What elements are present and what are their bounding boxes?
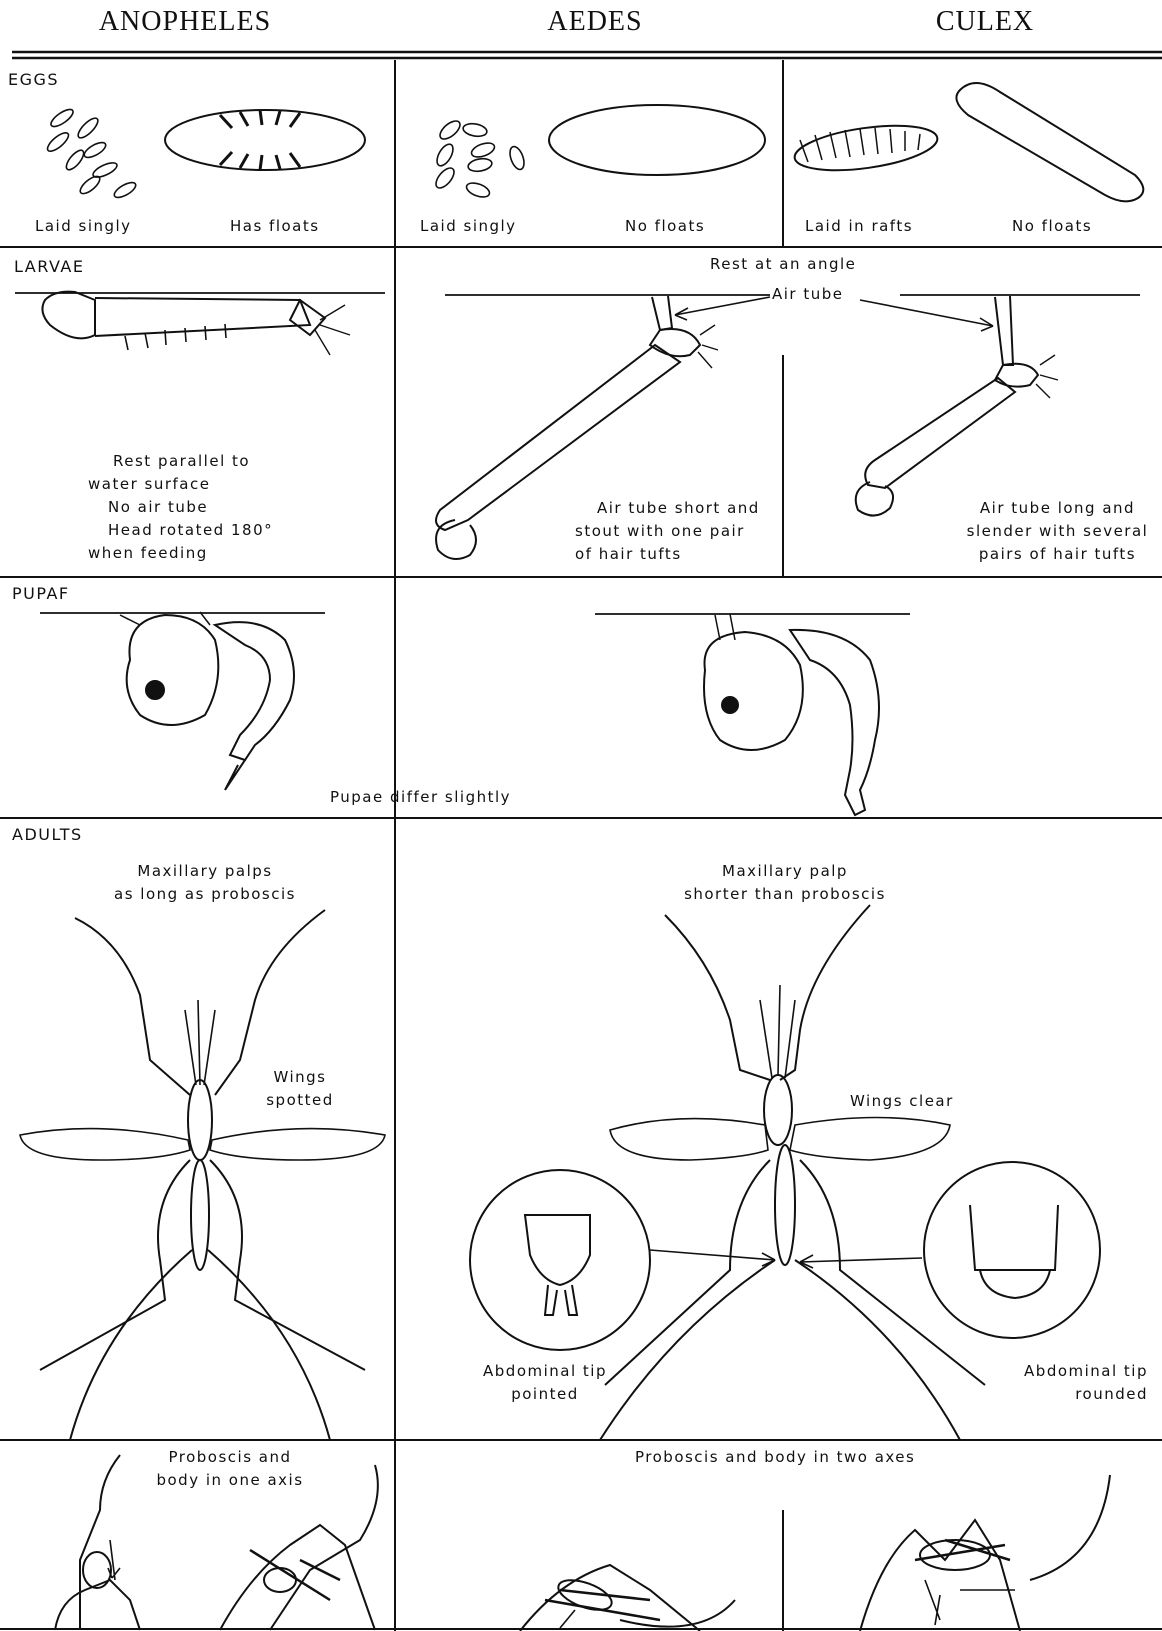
- note-line: pairs of hair tufts: [955, 543, 1160, 566]
- aedes-egg-large: [549, 105, 765, 175]
- anopheles-adult: [20, 910, 385, 1440]
- note-line: pointed: [465, 1383, 625, 1406]
- section-title-adults: ADULTS: [12, 825, 83, 844]
- label-anopheles-floats: Has floats: [230, 215, 320, 238]
- note-line: spotted: [255, 1089, 345, 1112]
- note-line: Proboscis and: [130, 1446, 330, 1469]
- note-line: shorter than proboscis: [670, 883, 900, 906]
- header-aedes: AEDES: [480, 6, 710, 38]
- note-line: when feeding: [88, 542, 308, 565]
- note-line: Maxillary palp: [670, 860, 900, 883]
- note-line: No air tube: [88, 496, 308, 519]
- aedes-culex-adult: [600, 905, 985, 1440]
- tip-pointed-note: Abdominal tip pointed: [465, 1360, 625, 1406]
- note-line: Head rotated 180°: [88, 519, 308, 542]
- note-line: as long as proboscis: [95, 883, 315, 906]
- label-aedes-laid: Laid singly: [420, 215, 517, 238]
- culex-larva-note: Air tube long and slender with several p…: [955, 497, 1160, 566]
- label-wings-clear: Wings clear: [850, 1090, 954, 1113]
- label-anopheles-laid: Laid singly: [35, 215, 132, 238]
- aedes-feeding-posture: [520, 1565, 735, 1631]
- section-title-larvae: LARVAE: [14, 257, 84, 276]
- aedes-culex-palps-note: Maxillary palp shorter than proboscis: [670, 860, 900, 906]
- note-line: Rest parallel to: [88, 450, 308, 473]
- header-anopheles: ANOPHELES: [65, 6, 305, 38]
- section-title-pupae: PUPAF: [12, 584, 70, 603]
- label-rest-angle: Rest at an angle: [710, 253, 856, 276]
- note-line: slender with several: [955, 520, 1160, 543]
- culex-egg-large: [956, 83, 1143, 201]
- abdominal-tip-rounded-inset: [800, 1162, 1100, 1338]
- culex-egg-raft: [792, 118, 940, 178]
- note-line: Maxillary palps: [95, 860, 315, 883]
- note-line: of hair tufts: [575, 543, 785, 566]
- anopheles-larva-note: Rest parallel to water surface No air tu…: [88, 450, 308, 565]
- header-culex: CULEX: [870, 6, 1100, 38]
- tip-rounded-note: Abdominal tip rounded: [988, 1360, 1148, 1406]
- note-line: Abdominal tip: [988, 1360, 1148, 1383]
- aedes-culex-pupa: [595, 614, 910, 815]
- anopheles-larva: [15, 292, 385, 355]
- label-pupae-differ: Pupae differ slightly: [330, 786, 511, 809]
- culex-larva: [856, 295, 1140, 516]
- note-line: water surface: [88, 473, 308, 496]
- anopheles-pupa: [40, 612, 325, 790]
- note-line: rounded: [988, 1383, 1148, 1406]
- anopheles-posture-note: Proboscis and body in one axis: [130, 1446, 330, 1492]
- label-culex-floats: No floats: [1012, 215, 1092, 238]
- aedes-larva-note: Air tube short and stout with one pair o…: [575, 497, 785, 566]
- note-line: Abdominal tip: [465, 1360, 625, 1383]
- note-line: stout with one pair: [575, 520, 785, 543]
- anopheles-wings-note: Wings spotted: [255, 1066, 345, 1112]
- anopheles-palps-note: Maxillary palps as long as proboscis: [95, 860, 315, 906]
- aedes-single-eggs: [433, 118, 527, 200]
- label-air-tube: Air tube: [772, 283, 844, 306]
- label-aedes-floats: No floats: [625, 215, 705, 238]
- note-line: Air tube long and: [955, 497, 1160, 520]
- note-line: Wings: [255, 1066, 345, 1089]
- aedes-culex-posture-note: Proboscis and body in two axes: [635, 1446, 915, 1469]
- label-culex-laid: Laid in rafts: [805, 215, 913, 238]
- anopheles-egg-with-floats: [165, 110, 365, 170]
- culex-feeding-posture: [860, 1475, 1110, 1631]
- section-title-eggs: EGGS: [8, 70, 59, 89]
- note-line: Air tube short and: [575, 497, 785, 520]
- note-line: body in one axis: [130, 1469, 330, 1492]
- anopheles-single-eggs: [45, 106, 138, 200]
